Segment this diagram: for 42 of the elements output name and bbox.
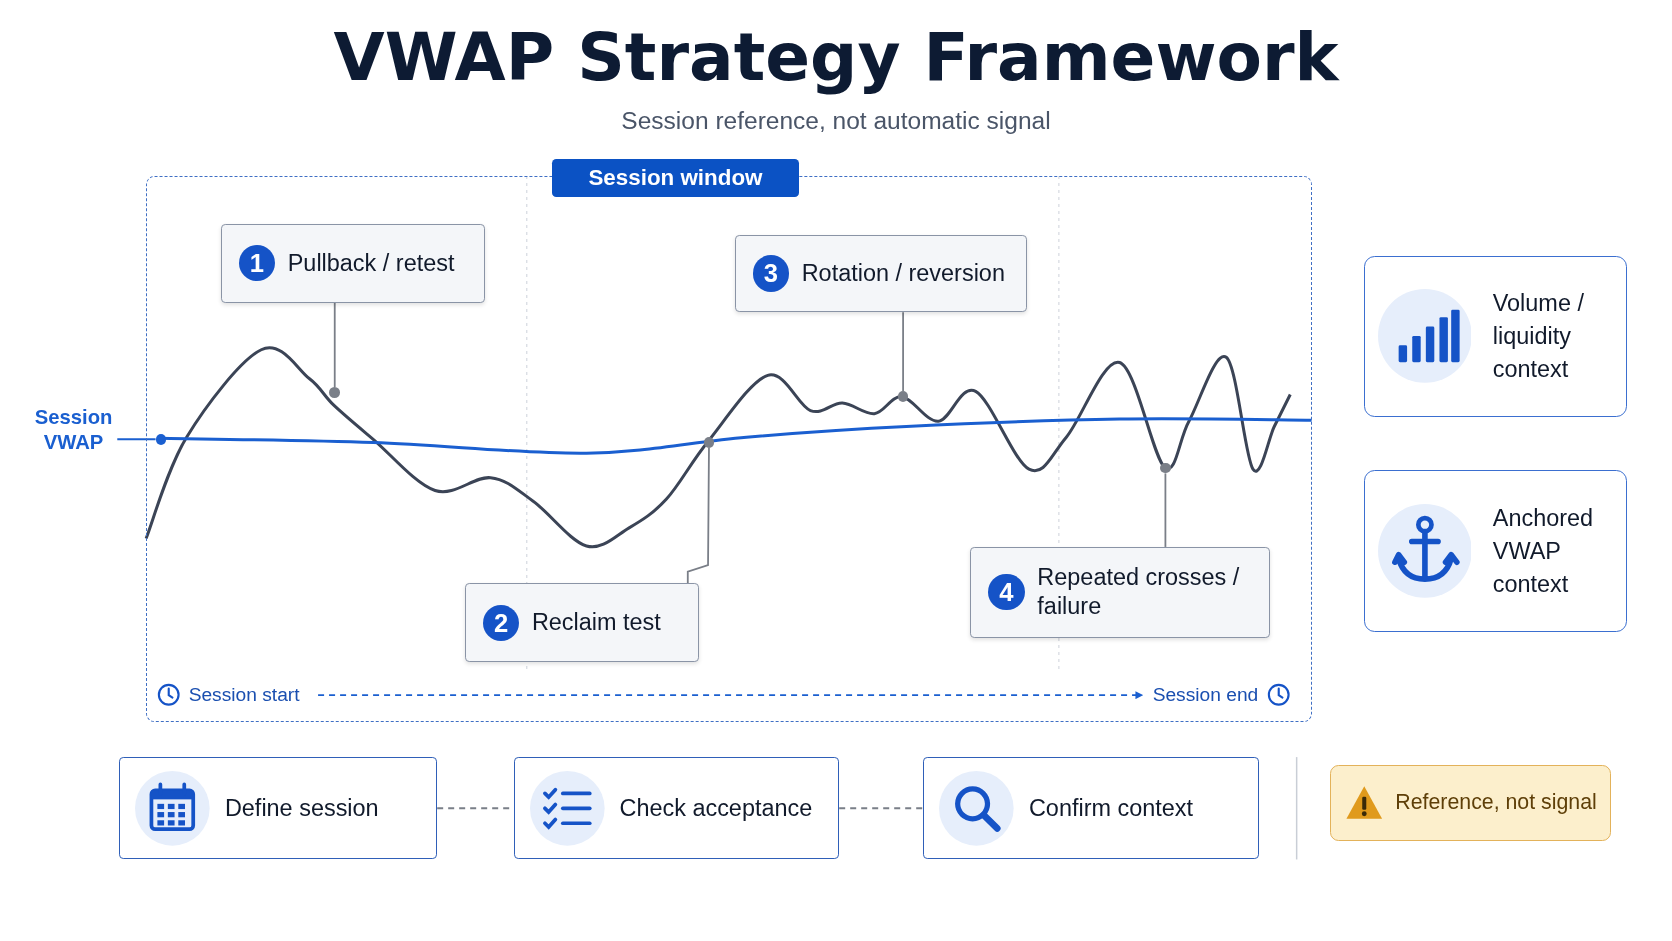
warning-text: Reference, not signal [1395,790,1597,816]
curve-point [1160,462,1171,474]
callout-text: Pullback / retest [287,248,455,278]
step-card [513,757,840,860]
curve-point [155,433,167,445]
callout-box [464,583,700,663]
card-text: Volume / liquidity context [1492,289,1585,384]
callout-box [970,546,1270,638]
step-card [119,757,438,860]
step-text: Define session [224,794,379,822]
time-label: Session end [1152,684,1259,707]
callout-text: Reclaim test [531,608,661,637]
dashed-connector-line [838,807,925,810]
callout-box [220,223,486,303]
section-tab: Session window [552,158,799,198]
number-badge: 1 [238,245,275,282]
title: VWAP Strategy Framework [332,19,1340,97]
callout-text: Rotation / reversion [801,258,1005,288]
leader-line [116,438,157,441]
subtitle: Session reference, not automatic signal [620,106,1052,135]
number-badge: 2 [482,604,520,641]
card-text: Anchored VWAP context [1492,504,1595,599]
step-text: Check acceptance [619,794,813,822]
context-card [1363,470,1628,633]
curve-point [897,391,909,402]
callout-box [734,234,1027,313]
number-badge: 4 [988,574,1025,611]
number-badge: 3 [752,255,789,292]
leader-line [333,301,336,388]
leader-line [1164,472,1167,548]
leader-line [902,311,904,393]
line-label: Session VWAP [33,405,114,454]
step-text: Confirm context [1028,794,1194,822]
context-card [1363,255,1628,417]
callout-text: Repeated crosses / failure [1037,562,1241,622]
leader-line [686,446,710,585]
curve-point [329,387,341,398]
warning-banner [1329,764,1612,842]
dashed-arrow [317,691,1144,700]
step-card [923,757,1260,860]
curve-point [703,437,715,448]
time-label: Session start [188,684,300,707]
